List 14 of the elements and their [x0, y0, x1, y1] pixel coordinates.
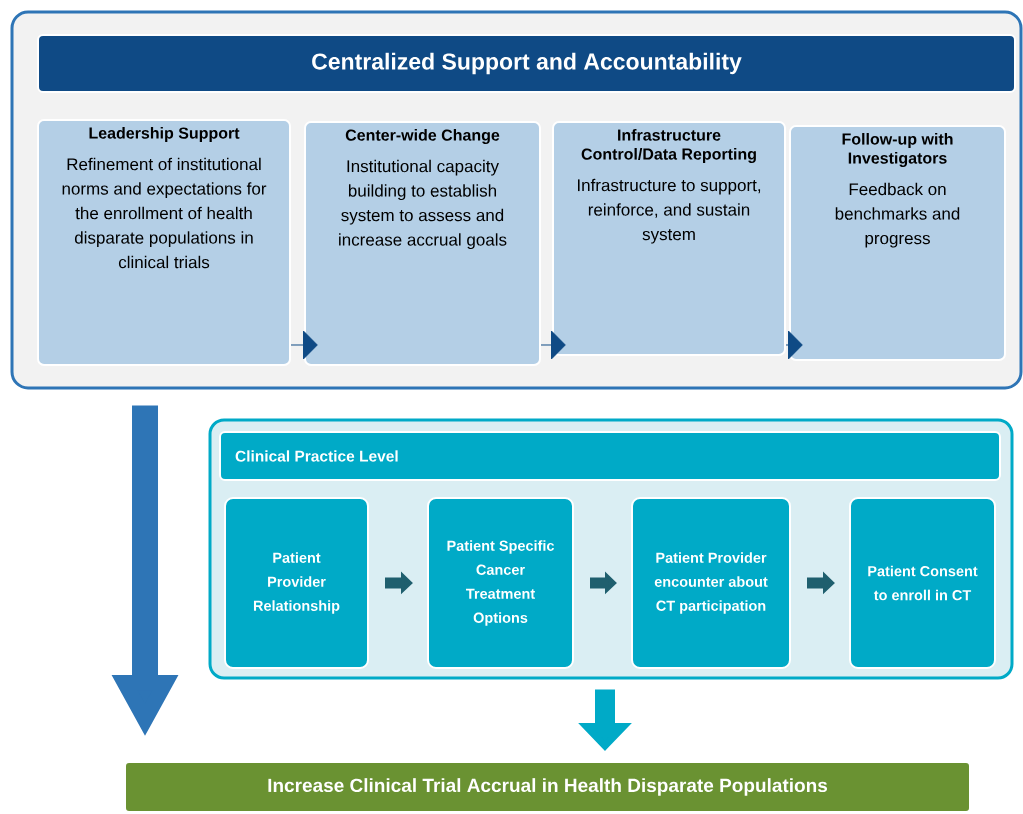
arrow [785, 330, 803, 360]
step-box: Infrastructure Control/Data Reporting Infrastructure to support, reinforce, and sustain system [552, 121, 786, 356]
arrow [290, 330, 318, 360]
arrow [540, 330, 566, 360]
header-bar: Clinical Practice Level [219, 431, 1001, 481]
step-box: Patient Provider Relationship [224, 497, 369, 669]
header-bar: Centralized Support and Accountability [37, 34, 1016, 93]
step-box: Patient Provider encounter about CT participation [631, 497, 791, 669]
outcome-bar: Increase Clinical Trial Accrual in Health Disparate Populations [124, 761, 971, 813]
step-box: Center-wide Change Institutional capacity building to establish system to assess and increase accrual goals [304, 121, 541, 366]
step-box: Patient Specific Cancer Treatment Options [427, 497, 574, 669]
step-box: Follow-up with Investigators Feedback on benchmarks and progress [789, 125, 1006, 361]
step-box: Leadership Support Refinement of institutional norms and expectations for the enrollment of health disparate populations in clinical trials [37, 119, 291, 366]
step-box: Patient Consent to enroll in CT [849, 497, 996, 669]
